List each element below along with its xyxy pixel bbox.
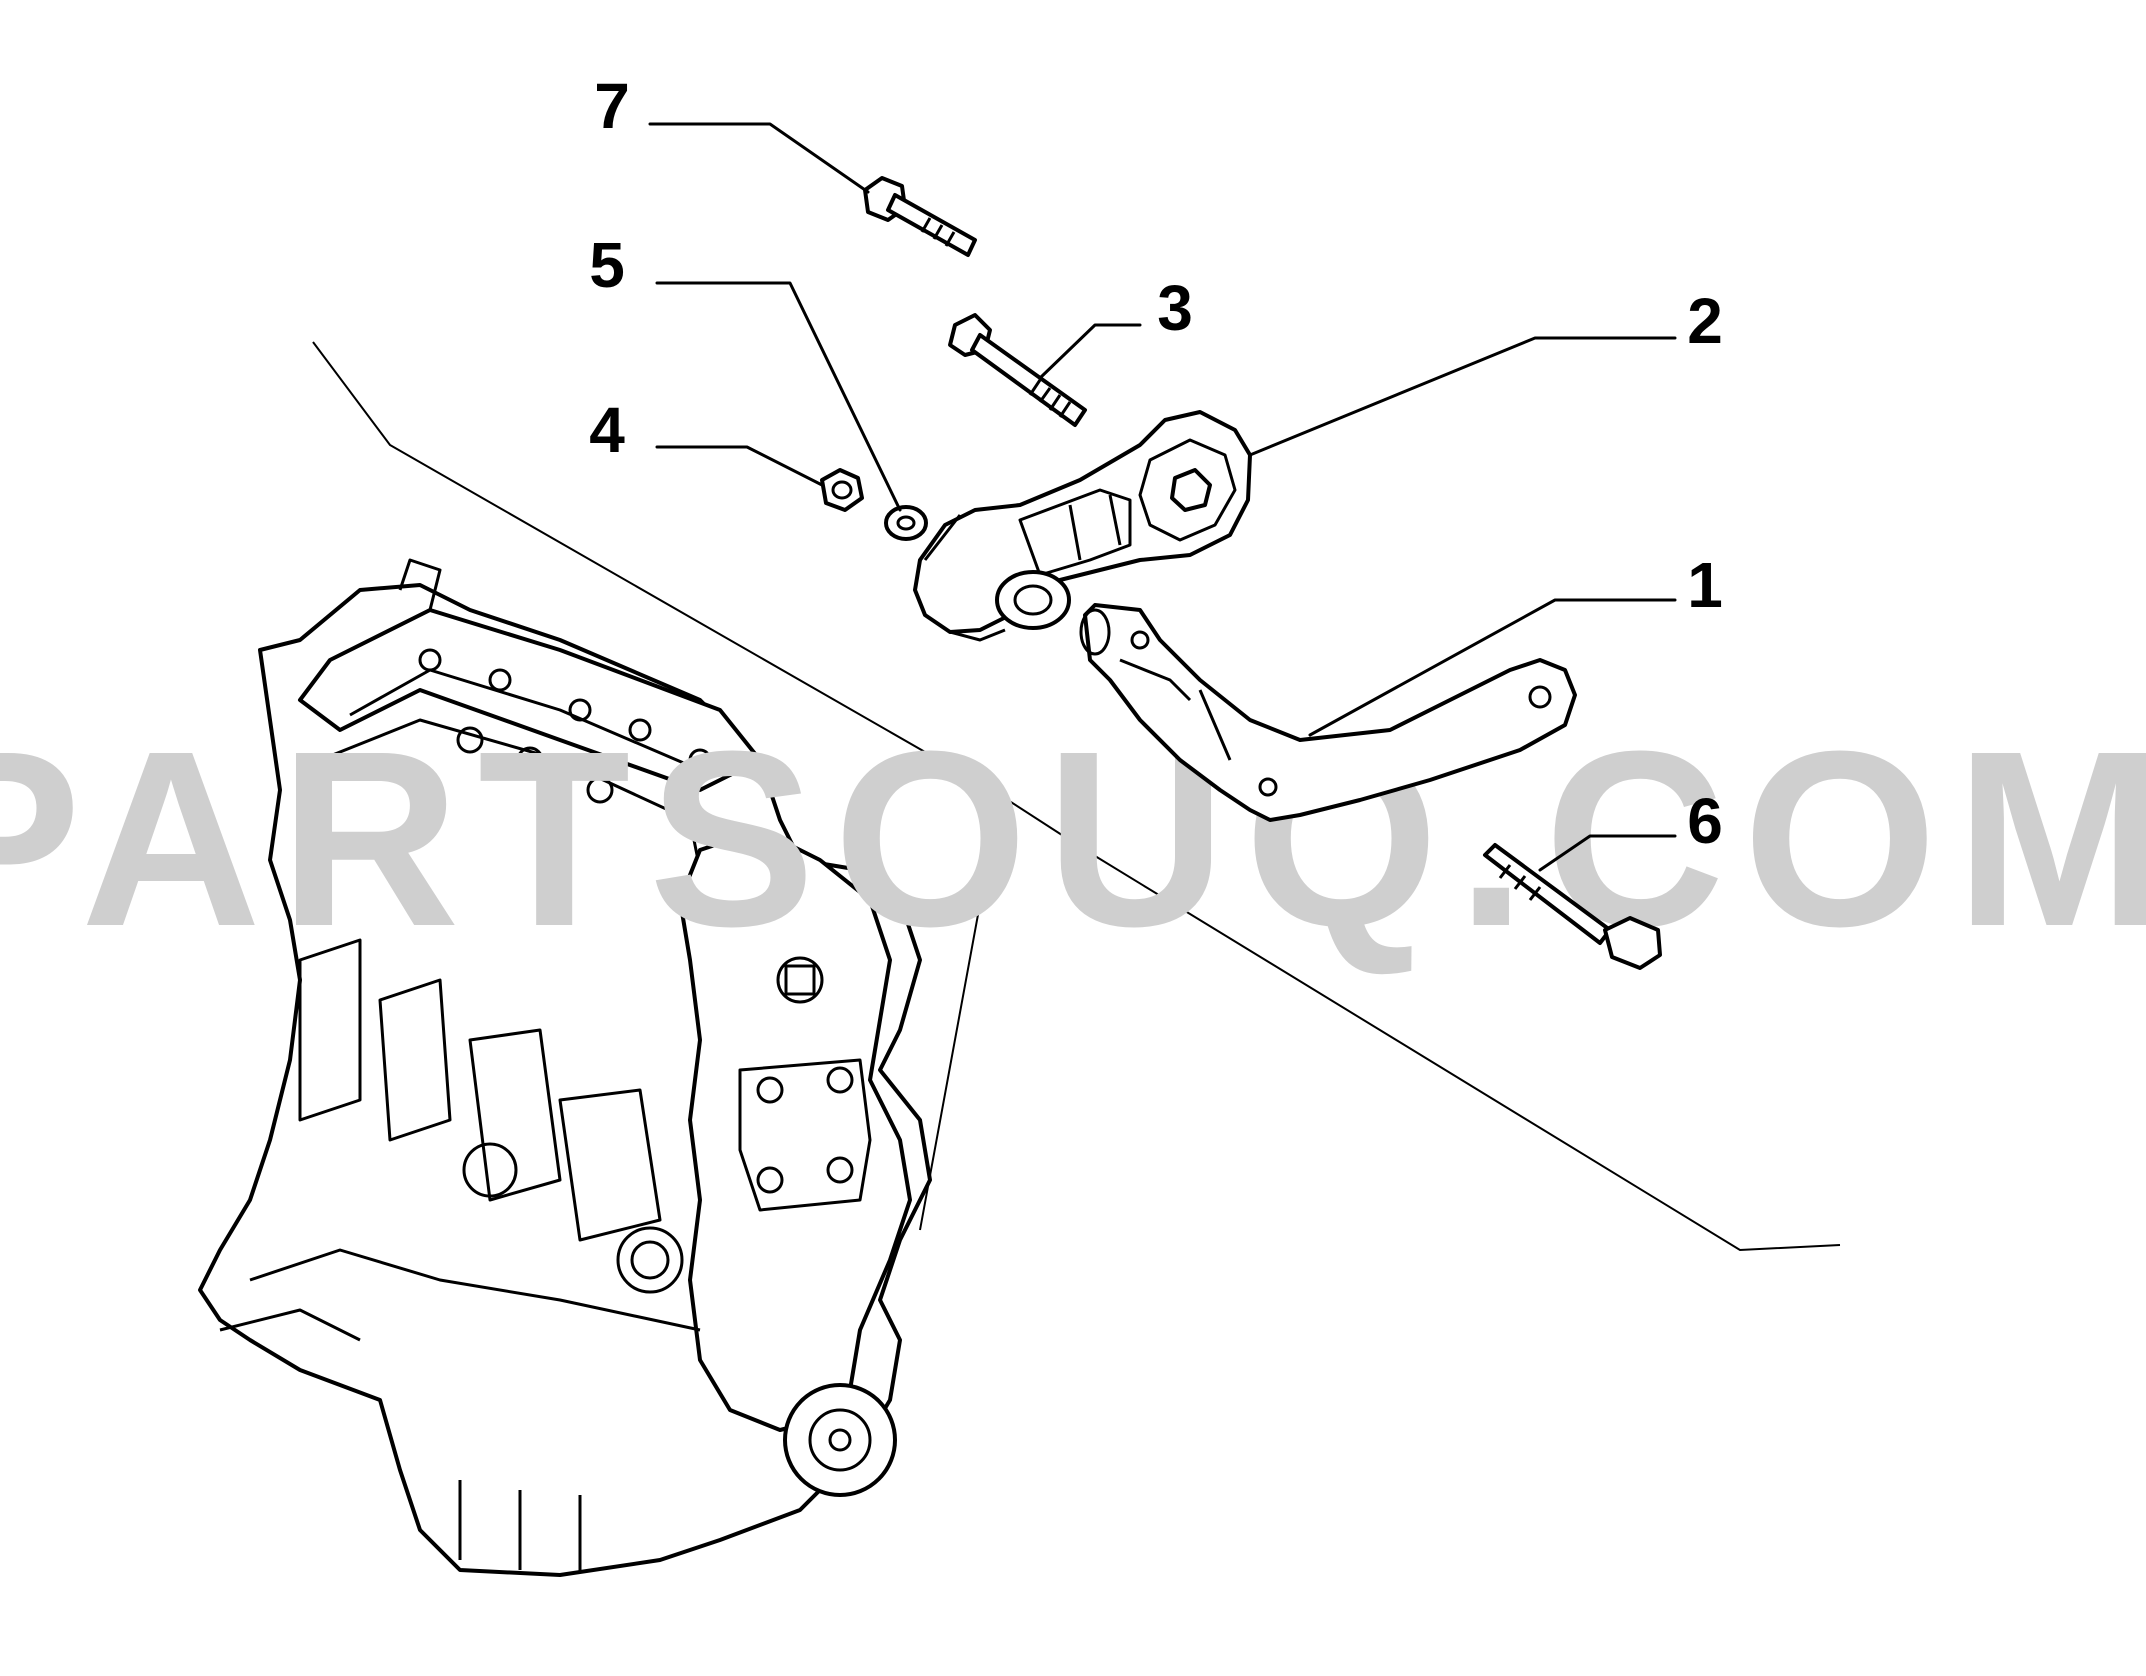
part-1-bracket <box>1079 603 1577 822</box>
part-2-engine-mount <box>913 410 1252 642</box>
callout-7: 7 <box>594 70 630 142</box>
callout-2: 2 <box>1687 285 1723 357</box>
guide-lines <box>312 341 1841 1252</box>
part-7-bolt <box>863 176 977 257</box>
callout-6: 6 <box>1687 785 1723 857</box>
part-6-bolt <box>1483 843 1662 970</box>
part-5-washer <box>884 505 928 541</box>
part-3-bolt <box>948 313 1087 427</box>
callout-3: 3 <box>1157 272 1193 344</box>
callout-5: 5 <box>589 229 625 301</box>
callout-numbers: 1 2 3 4 5 6 7 <box>589 70 1723 857</box>
leader-lines <box>648 122 1677 872</box>
engine-illustration <box>198 558 932 1577</box>
part-4-nut <box>820 468 864 512</box>
callout-4: 4 <box>589 394 625 466</box>
watermark: PARTSOUQ.COM <box>0 699 2146 978</box>
callout-1: 1 <box>1687 549 1723 621</box>
